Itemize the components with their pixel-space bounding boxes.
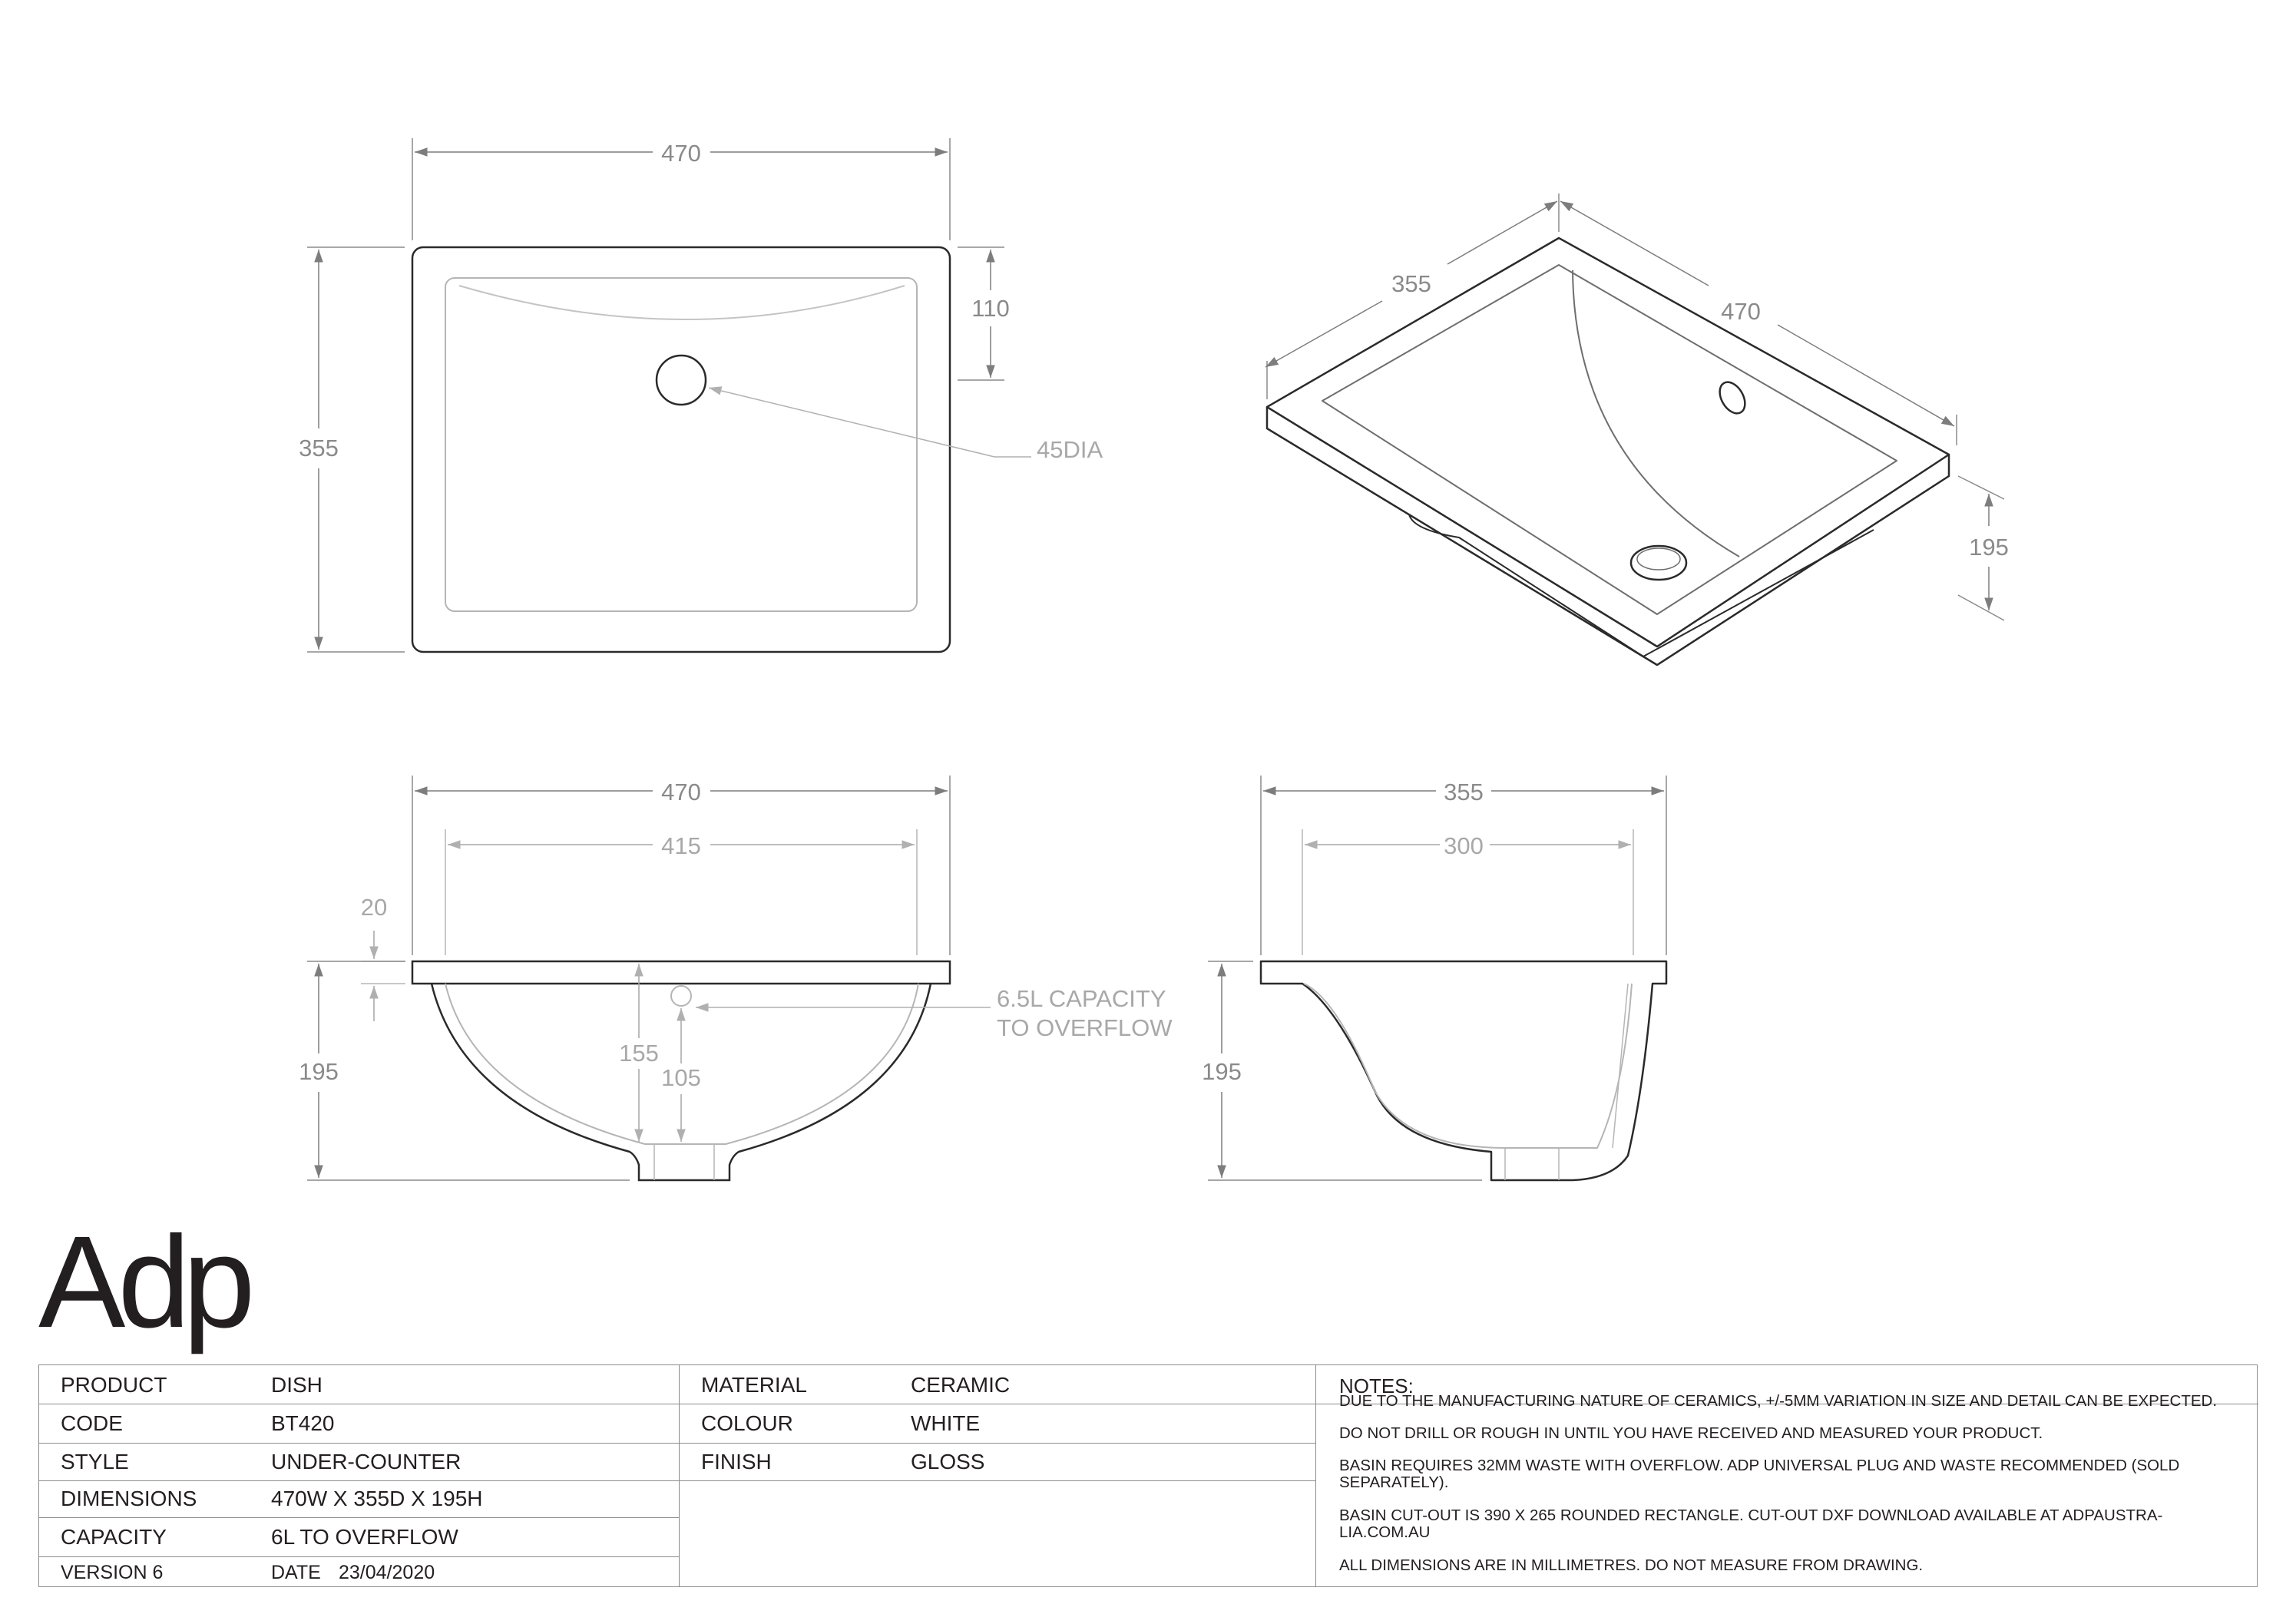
note-3: BASIN REQUIRES 32MM WASTE WITH OVERFLOW.… <box>1339 1457 2180 1491</box>
front-overflow-hole <box>670 985 692 1007</box>
front-rim-label: 20 <box>361 894 387 921</box>
iso-height-label: 195 <box>1969 534 2009 561</box>
side-depth-label: 355 <box>1444 779 1484 805</box>
material-label: MATERIAL <box>701 1373 807 1397</box>
iso-rim-side <box>1265 407 1950 666</box>
code-label: CODE <box>61 1411 123 1435</box>
plan-waste-dia-label: 45DIA <box>1037 436 1103 463</box>
front-bowl-outer <box>430 983 932 1182</box>
note-5: ALL DIMENSIONS ARE IN MILLIMETRES. DO NO… <box>1339 1556 1924 1574</box>
spec-table: PRODUCT DISH CODE BT420 STYLE UNDER-COUN… <box>38 1364 2258 1587</box>
product-label: PRODUCT <box>61 1373 167 1397</box>
code-value: BT420 <box>271 1411 335 1435</box>
capacity-label: CAPACITY <box>61 1525 167 1549</box>
front-rim <box>411 960 951 985</box>
note-4: BASIN CUT-OUT IS 390 X 265 ROUNDED RECTA… <box>1339 1507 2163 1541</box>
product-value: DISH <box>271 1373 323 1397</box>
material-value: CERAMIC <box>911 1373 1011 1397</box>
note-1: DUE TO THE MANUFACTURING NATURE OF CERAM… <box>1339 1392 2218 1410</box>
side-outline <box>1259 960 1668 1182</box>
iso-inner-bowl <box>1322 264 1897 615</box>
front-section-view: 470 415 20 195 155 105 6.5L CAPACITY TO … <box>299 776 1173 1182</box>
front-width-label: 470 <box>661 779 701 805</box>
iso-underside <box>1408 514 1874 658</box>
side-section-view: 355 300 195 <box>1202 776 1668 1182</box>
front-overflow-height-label: 105 <box>661 1064 701 1091</box>
style-value: UNDER-COUNTER <box>271 1450 462 1474</box>
plan-view: 470 355 110 45DIA <box>299 138 1103 653</box>
plan-overflow-offset-label: 110 <box>971 295 1009 322</box>
plan-bowl <box>445 277 918 612</box>
dimensions-label: DIMENSIONS <box>61 1487 197 1510</box>
colour-label: COLOUR <box>701 1411 793 1435</box>
iso-waste <box>1629 544 1688 581</box>
front-inner-depth-label: 155 <box>619 1040 659 1067</box>
date-label: DATE <box>271 1562 321 1583</box>
front-inner-width-label: 415 <box>661 832 701 859</box>
front-bowl-inner <box>445 983 919 1145</box>
note-2: DO NOT DRILL OR ROUGH IN UNTIL YOU HAVE … <box>1339 1424 2043 1442</box>
iso-top-outline <box>1265 236 1950 648</box>
dimensions-value: 470W X 355D X 195H <box>271 1487 483 1510</box>
colour-value: WHITE <box>911 1411 981 1435</box>
plan-waste <box>655 354 707 406</box>
iso-width-label: 470 <box>1721 298 1761 325</box>
finish-value: GLOSS <box>911 1450 985 1474</box>
plan-width-label: 470 <box>661 140 701 167</box>
isometric-view: 355 470 195 <box>1265 193 2009 666</box>
iso-depth-label: 355 <box>1391 270 1431 297</box>
finish-label: FINISH <box>701 1450 772 1474</box>
date-value: 23/04/2020 <box>339 1562 435 1583</box>
plan-depth-label: 355 <box>299 435 339 461</box>
front-height-label: 195 <box>299 1058 339 1085</box>
version-label: VERSION 6 <box>61 1562 164 1583</box>
adp-logo: Adp <box>38 1209 256 1355</box>
iso-overflow <box>1719 381 1746 415</box>
front-capacity-label-2: TO OVERFLOW <box>997 1014 1173 1041</box>
style-label: STYLE <box>61 1450 129 1474</box>
iso-bowl-curve <box>1572 270 1740 557</box>
front-capacity-label-1: 6.5L CAPACITY <box>997 985 1166 1012</box>
plan-bowl-curve <box>458 285 905 320</box>
notes-title: NOTES: <box>1339 1374 1414 1397</box>
capacity-value: 6L TO OVERFLOW <box>271 1525 458 1549</box>
side-inner-depth-label: 300 <box>1444 832 1484 859</box>
side-inner <box>1303 983 1633 1149</box>
plan-outline <box>411 246 951 653</box>
side-height-label: 195 <box>1202 1058 1242 1085</box>
